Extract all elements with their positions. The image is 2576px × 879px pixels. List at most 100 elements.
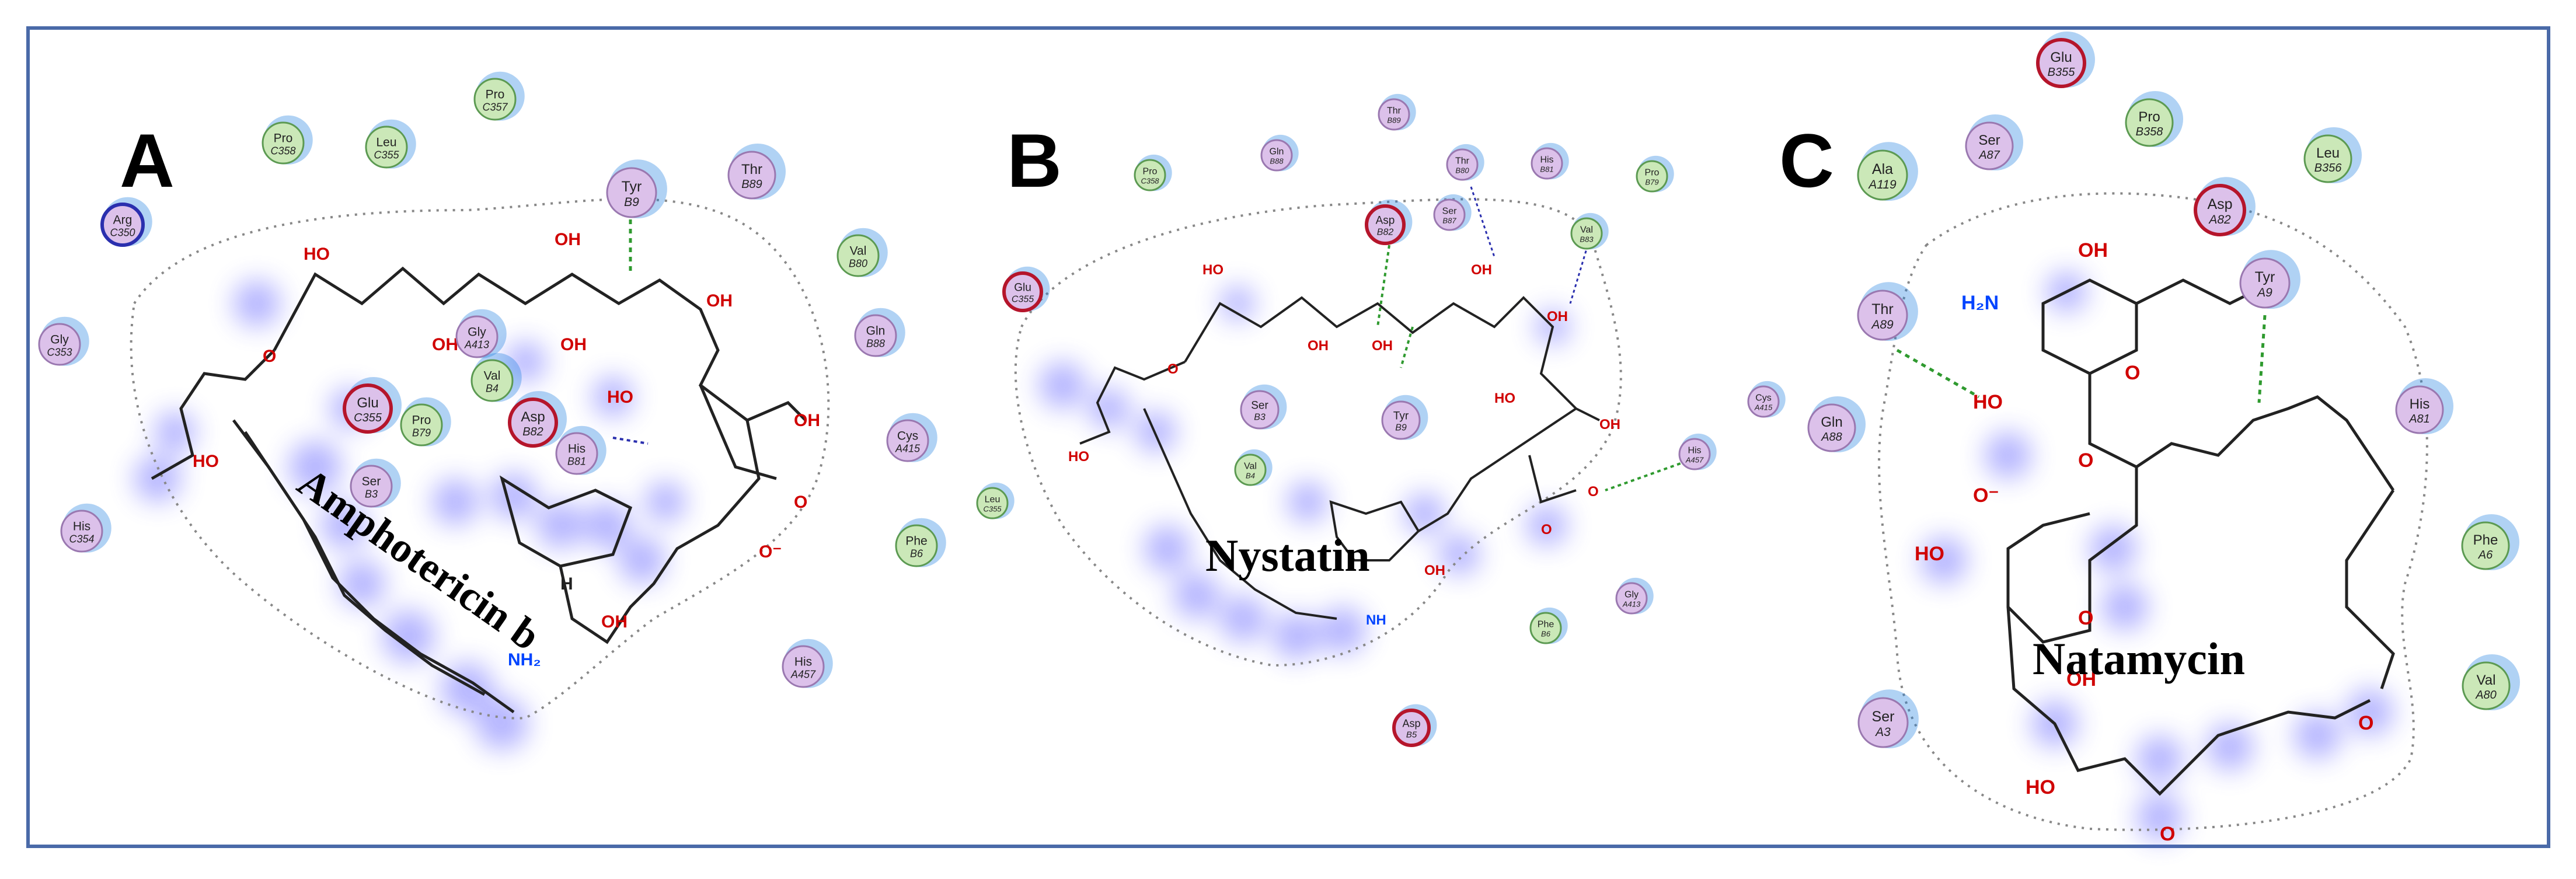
residue-id: A413 (1622, 599, 1641, 608)
residue-name: Pro (1645, 168, 1660, 178)
svg-text:O: O (2078, 607, 2093, 629)
svg-text:HO: HO (1973, 391, 2003, 413)
residue-disc (836, 234, 880, 277)
residue-id: A415 (1754, 403, 1773, 411)
residue-disc (2461, 521, 2510, 570)
residue-id: B3 (365, 488, 378, 500)
residue-disc (886, 419, 929, 462)
residue-id: A6 (2478, 549, 2493, 561)
svg-text:O: O (1167, 361, 1179, 377)
residue-name: Glu (2050, 50, 2072, 65)
residue-name: Glu (357, 395, 378, 411)
residue-name: Gly (1625, 590, 1639, 600)
residue-id: A3 (1874, 725, 1891, 739)
svg-text:HO: HO (2026, 776, 2055, 798)
residue-disc (1234, 454, 1267, 486)
residue-name: Pro (486, 88, 505, 101)
residue-id: B3 (1254, 413, 1266, 423)
svg-text:HO: HO (304, 245, 330, 264)
residue-id: A82 (2208, 213, 2231, 226)
svg-text:OH: OH (432, 335, 458, 354)
molecule-skeleton-a (151, 266, 807, 714)
hbond-tyr-b (1400, 326, 1414, 368)
residue-name: Thr (1387, 106, 1402, 116)
residue-name: His (2410, 396, 2430, 412)
residue-id: B358 (2136, 125, 2163, 138)
residue-name: Asp (2207, 196, 2232, 212)
svg-text:H: H (560, 574, 573, 594)
svg-text:O: O (794, 493, 807, 512)
residue-id: B355 (2048, 66, 2076, 79)
residue-name: Thr (1455, 156, 1470, 166)
hbond-his-b (1605, 460, 1688, 491)
molecule-skeleton-b (1079, 296, 1600, 620)
residue-id: C354 (69, 533, 94, 545)
residue-id: C353 (47, 346, 72, 358)
residue-id: A87 (1978, 149, 2000, 162)
residue-id: C355 (374, 149, 399, 161)
residue-id: B9 (1395, 423, 1407, 433)
residue-disc (895, 524, 938, 567)
residue-id: A457 (790, 668, 816, 680)
residue-name: Asp (1376, 214, 1395, 226)
residue-id: B88 (1270, 156, 1284, 165)
residue-id: B5 (1406, 730, 1417, 740)
residue-id: B82 (522, 425, 543, 438)
residue-name: Phe (2473, 532, 2498, 548)
residue-disc (606, 167, 657, 218)
residue-disc (1433, 198, 1466, 231)
residue-name: Thr (741, 162, 762, 177)
residue-name: Gln (1821, 414, 1842, 430)
residue-disc (2462, 661, 2511, 710)
panel-letter-a: A (120, 118, 175, 203)
residue-name: Glu (1014, 281, 1031, 294)
residue-name: His (794, 655, 812, 668)
hbond-thr-c (1896, 348, 1980, 399)
svg-text:OH: OH (1372, 338, 1393, 354)
hbond-thr-b (1470, 186, 1496, 257)
residue-id: B89 (741, 178, 762, 191)
residue-name: Ala (1872, 161, 1893, 177)
svg-text:OH: OH (1599, 417, 1620, 432)
residue-id: A88 (1821, 431, 1842, 444)
residue-id: B80 (1455, 166, 1469, 175)
svg-text:O⁻: O⁻ (1973, 484, 1999, 507)
molecule-name-b: Nystatin (1205, 530, 1370, 581)
residue-disc (1615, 582, 1648, 615)
residue-id: A119 (1867, 178, 1897, 191)
svg-text:O: O (1541, 522, 1552, 538)
residue-name: Gln (1270, 147, 1284, 157)
residue-name: Ser (1872, 709, 1895, 725)
residue-name: Gln (866, 324, 886, 337)
residue-id: C355 (983, 504, 1002, 513)
residue-disc (976, 487, 1009, 519)
residue-name: Leu (376, 135, 396, 149)
residue-disc (262, 121, 305, 165)
svg-text:OH: OH (2078, 239, 2108, 261)
residue-id: B356 (2314, 162, 2343, 175)
svg-text:O: O (2160, 823, 2175, 845)
